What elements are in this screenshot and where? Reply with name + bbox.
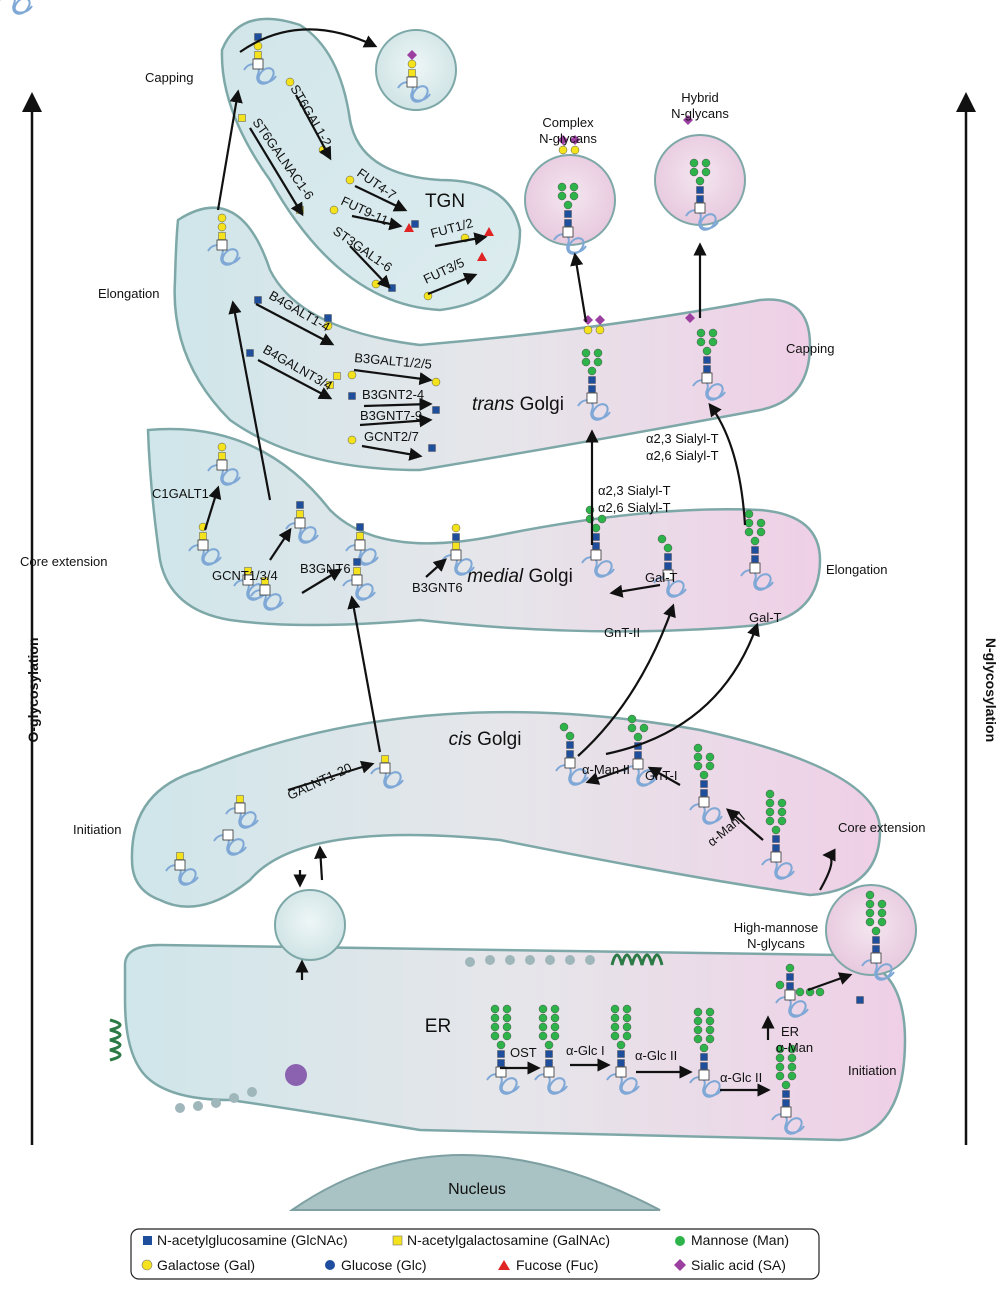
- enz-aglc2b: α-Glc II: [720, 1070, 762, 1085]
- hybrid-label-1: Hybrid: [681, 90, 719, 105]
- legend-glc: Glucose (Glc): [341, 1257, 427, 1273]
- enz-sialyl-med-1: α2,3 Sialyl-T: [598, 483, 671, 498]
- nucleus: Nucleus: [288, 1154, 661, 1211]
- axis-right-label: N-glycosylation: [983, 638, 999, 742]
- o-initiation-label: Initiation: [73, 822, 121, 837]
- galnac-legend-icon: [392, 1235, 403, 1246]
- legend-gal: Galactose (Gal): [157, 1257, 255, 1273]
- enz-er-label: ER: [781, 1024, 799, 1039]
- medial-golgi: medial Golgi: [146, 427, 822, 633]
- nucleus-label: Nucleus: [448, 1181, 506, 1198]
- n-core-extension-label: Core extension: [838, 820, 925, 835]
- enz-b3galt: B3GALT1/2/5: [354, 350, 433, 372]
- o-core-extension-label: Core extension: [20, 554, 107, 569]
- legend-fuc: Fucose (Fuc): [516, 1257, 598, 1273]
- protein-chains: [0, 0, 33, 15]
- enz-gnt1: GnT-I: [645, 768, 678, 783]
- er-label: ER: [425, 1016, 451, 1037]
- enz-gcnt27: GCNT2/7: [364, 429, 419, 444]
- enz-galt-a: Gal-T: [645, 570, 678, 585]
- highman-label-2: N-glycans: [747, 936, 805, 951]
- legend-glcnac: N-acetylglucosamine (GlcNAc): [157, 1232, 348, 1248]
- trans-golgi-label: trans Golgi: [472, 394, 564, 415]
- o-capping-label: Capping: [145, 70, 193, 85]
- complex-label-2: N-glycans: [539, 131, 597, 146]
- hybrid-label-2: N-glycans: [671, 106, 729, 121]
- legend-sa: Sialic acid (SA): [691, 1257, 786, 1273]
- o-elongation-label: Elongation: [98, 286, 159, 301]
- o-stage-labels: Capping Elongation Core extension Initia…: [20, 70, 193, 837]
- enz-sialyl-trans-1: α2,3 Sialyl-T: [646, 431, 719, 446]
- reaction-arrows: [203, 28, 853, 1097]
- enz-sialyl-trans-2: α2,6 Sialyl-T: [646, 448, 719, 463]
- tgn: TGN: [220, 17, 522, 312]
- sa-legend-icon: [674, 1259, 686, 1271]
- enz-b3gnt79: B3GNT7-9: [360, 408, 422, 423]
- medial-golgi-label: medial Golgi: [467, 566, 573, 587]
- enz-b3gnt6b: B3GNT6: [412, 580, 463, 595]
- enz-aglc1: α-Glc I: [566, 1043, 605, 1058]
- glcnac-legend-icon: [143, 1236, 152, 1245]
- gal-legend-icon: [141, 1259, 153, 1271]
- complex-label-1: Complex: [542, 115, 594, 130]
- enz-b3gnt6a: B3GNT6: [300, 561, 351, 576]
- fuc-legend-icon: [498, 1260, 510, 1270]
- n-stage-labels: Capping Elongation Core extension Initia…: [786, 341, 925, 1078]
- o-glycosylation-axis: O-glycosylation: [22, 92, 42, 1145]
- enz-b3gnt24: B3GNT2-4: [362, 387, 424, 402]
- er-organelle: ER: [109, 943, 907, 1142]
- enz-sialyl-med-2: α2,6 Sialyl-T: [598, 500, 671, 515]
- enz-gnt2: GnT-II: [604, 625, 640, 640]
- vesicles: [274, 29, 917, 976]
- n-glycosylation-axis: N-glycosylation: [956, 92, 999, 1145]
- enz-aman2: α-Man II: [582, 762, 630, 777]
- glycan-structures: [165, 33, 895, 1135]
- tgn-label: TGN: [425, 191, 465, 212]
- enz-c1galt1: C1GALT1: [152, 486, 209, 501]
- n-elongation-label: Elongation: [826, 562, 887, 577]
- enz-galt-b: Gal-T: [749, 610, 782, 625]
- legend: N-acetylglucosamine (GlcNAc) N-acetylgal…: [130, 1228, 820, 1280]
- enz-aglc2a: α-Glc II: [635, 1048, 677, 1063]
- n-capping-label: Capping: [786, 341, 834, 356]
- legend-man: Mannose (Man): [691, 1232, 789, 1248]
- glycan-type-labels: Complex N-glycans Hybrid N-glycans High-…: [539, 90, 818, 951]
- man-legend-icon: [675, 1236, 685, 1246]
- n-initiation-label: Initiation: [848, 1063, 896, 1078]
- highman-label-1: High-mannose: [734, 920, 819, 935]
- enz-ost: OST: [510, 1045, 537, 1060]
- cis-golgi: cis Golgi: [130, 710, 882, 908]
- axis-left-label: O-glycosylation: [25, 637, 41, 742]
- enz-gcnt134: GCNT1/3/4: [212, 568, 278, 583]
- legend-galnac: N-acetylgalactosamine (GalNAc): [407, 1232, 610, 1248]
- cis-golgi-label: cis Golgi: [449, 729, 522, 750]
- glc-legend-icon: [325, 1260, 335, 1270]
- enz-er-aman: α-Man: [776, 1040, 813, 1055]
